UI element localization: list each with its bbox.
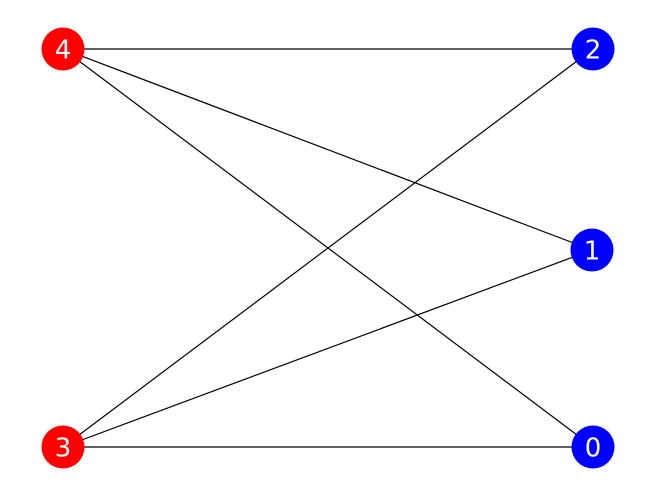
graph-node-circle-3: [41, 425, 85, 469]
graph-node-label-2: 2: [585, 35, 602, 65]
graph-node-label-3: 3: [55, 433, 72, 463]
graph-node-circle-0: [571, 425, 615, 469]
graph-edge-4-1: [62, 48, 593, 251]
graph-edge-3-1: [62, 249, 593, 448]
graph-node-2: 2: [571, 27, 615, 71]
graph-node-1: 1: [570, 228, 614, 272]
graph-node-label-1: 1: [584, 236, 601, 266]
graph-node-0: 0: [571, 425, 615, 469]
graph-node-4: 4: [41, 27, 85, 71]
graph-node-circle-4: [41, 27, 85, 71]
graph-edge-3-2: [62, 48, 594, 448]
graph-node-circle-2: [571, 27, 615, 71]
graph-node-3: 3: [41, 425, 85, 469]
graph-node-circle-1: [570, 228, 614, 272]
graph-node-label-0: 0: [585, 433, 602, 463]
graph-node-label-4: 4: [55, 35, 72, 65]
